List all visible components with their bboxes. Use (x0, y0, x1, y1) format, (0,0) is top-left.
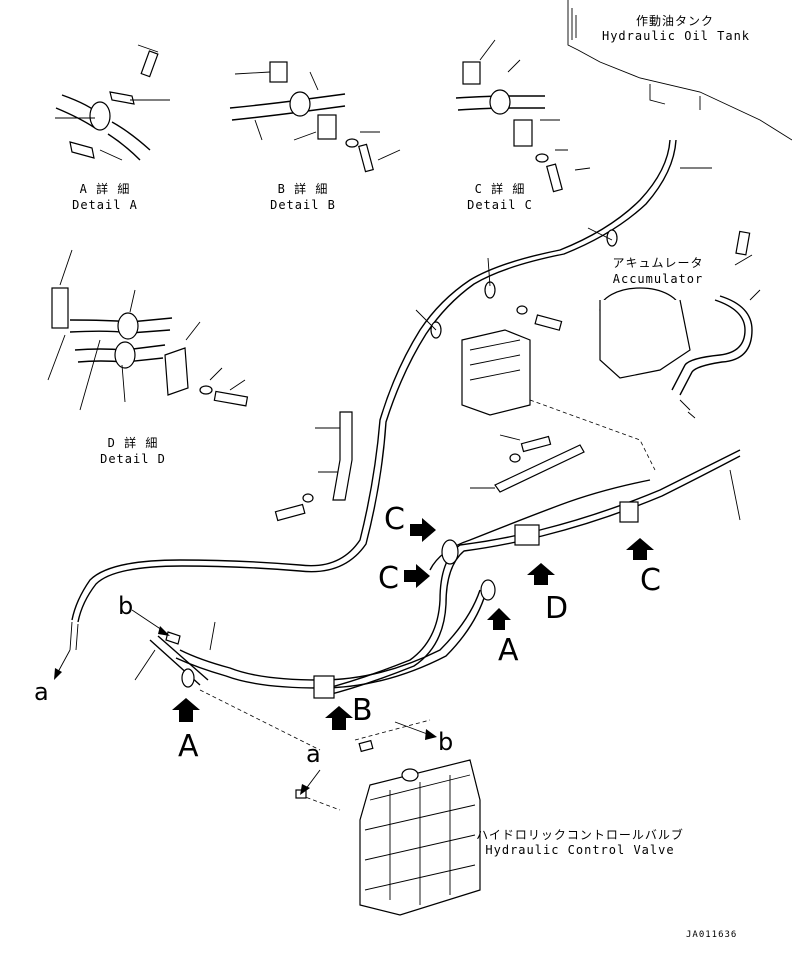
callout-a-left: A (178, 729, 199, 764)
hydraulic-oil-tank (567, 0, 792, 141)
tank-label-en: Hydraulic Oil Tank (601, 29, 751, 43)
callout-c-upper: C (384, 502, 405, 537)
callout-d: D (545, 591, 569, 626)
callout-arrows (54, 518, 654, 795)
bracket-left (274, 411, 353, 522)
detail-d-drawing (47, 249, 249, 411)
callout-b: B (352, 693, 373, 728)
callout-c-right: C (640, 563, 661, 598)
accumulator-label-jp: アキュムレータ (612, 256, 704, 270)
tank-label-jp: 作動油タンク (635, 14, 714, 28)
callout-b-small-bottom: b (438, 728, 454, 756)
bracket-right (470, 434, 585, 493)
leader-lines (134, 167, 741, 681)
detail-c-label-en: Detail C (467, 198, 533, 212)
hose-clamps (165, 229, 639, 699)
detail-d-label-en: Detail D (100, 452, 166, 466)
detail-a-drawing (55, 44, 170, 161)
detail-b-label-jp: B 詳 細 (277, 182, 329, 196)
detail-c-drawing (455, 39, 591, 193)
valve-label-jp: ハイドロリックコントロールバルブ (476, 828, 684, 842)
detail-b-label-en: Detail B (270, 198, 336, 212)
detail-a-label-en: Detail A (72, 198, 138, 212)
hydraulic-control-valve-drawing (199, 689, 481, 916)
accumulator-label-en: Accumulator (612, 272, 704, 286)
callout-a-right: A (498, 633, 519, 668)
callout-b-small-left: b (118, 592, 134, 620)
callout-a-small-left: a (34, 678, 49, 706)
callout-c-lower: C (378, 561, 399, 596)
detail-b-drawing (229, 61, 401, 173)
main-hoses (69, 139, 741, 697)
detail-d-label-jp: D 詳 細 (107, 436, 159, 450)
drawing-code: JA011636 (686, 930, 738, 940)
accumulator-drawing (599, 230, 761, 419)
callout-a-small-bottom: a (306, 740, 321, 768)
valve-block-middle (461, 305, 656, 471)
valve-label-en: Hydraulic Control Valve (485, 843, 675, 857)
detail-c-label-jp: C 詳 細 (474, 182, 526, 196)
detail-a-label-jp: A 詳 細 (79, 182, 131, 196)
